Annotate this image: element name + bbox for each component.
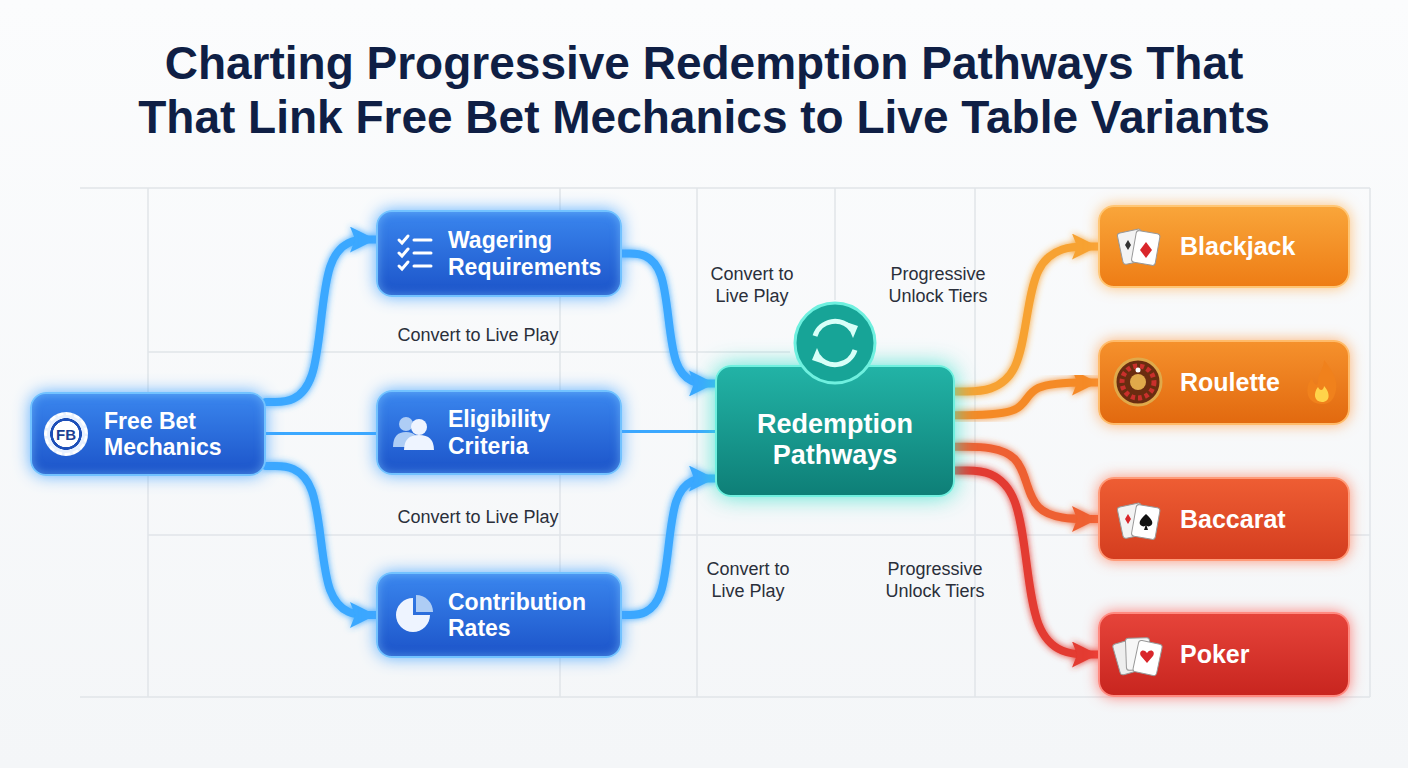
node-label: Eligibility Criteria — [448, 406, 618, 459]
process-box: Wagering Requirements — [376, 210, 622, 297]
node-label: Poker — [1180, 640, 1340, 669]
flow-note: Convert to Live Play — [368, 324, 588, 346]
flow-note: Convert to Live Play — [702, 263, 802, 307]
flow-arrow — [955, 447, 1098, 519]
cycle-arrow — [818, 350, 855, 365]
node-label: Blackjack — [1180, 232, 1340, 261]
process-box: Contribution Rates — [376, 572, 622, 658]
diagram-title: Charting Progressive Redemption Pathways… — [124, 36, 1284, 144]
grid-line — [834, 188, 836, 300]
cycle-arrowhead — [812, 348, 824, 364]
game-box: Roulette — [1098, 340, 1350, 425]
game-box: Blackjack — [1098, 205, 1350, 288]
node-label: Free Bet Mechanics — [104, 408, 244, 461]
node-label: Wagering Requirements — [448, 227, 618, 280]
flow-note: Progressive Unlock Tiers — [878, 263, 998, 307]
flow-note: Convert to Live Play — [698, 558, 798, 602]
grid-line — [80, 187, 1370, 189]
grid-line — [1369, 188, 1371, 697]
node-label: Baccarat — [1180, 505, 1340, 534]
node-label: Contribution Rates — [448, 589, 618, 642]
node-label: Roulette — [1180, 368, 1340, 397]
cycle-arrowhead — [846, 322, 858, 338]
flow-arrow — [266, 240, 376, 402]
cycle-arrow — [815, 321, 852, 336]
grid-line — [148, 351, 790, 353]
chip-badge: FB — [44, 412, 88, 456]
start-box: FB Free Bet Mechanics — [30, 392, 266, 476]
flow-note: Convert to Live Play — [368, 506, 588, 528]
flow-arrow — [266, 466, 376, 615]
flow-note: Progressive Unlock Tiers — [875, 558, 995, 602]
game-box: Poker — [1098, 612, 1350, 697]
grid-lines — [80, 188, 1370, 697]
flow-arrow — [266, 433, 376, 435]
hub-box: Redemption Pathways — [715, 365, 955, 497]
game-box: Baccarat — [1098, 477, 1350, 561]
grid-line — [696, 188, 698, 697]
node-label: Redemption Pathways — [735, 409, 935, 471]
process-box: Eligibility Criteria — [376, 390, 622, 475]
flow-arrow — [622, 479, 715, 615]
flow-arrow — [622, 431, 715, 433]
flow-arrow — [622, 254, 715, 384]
flow-arrow — [955, 383, 1098, 416]
